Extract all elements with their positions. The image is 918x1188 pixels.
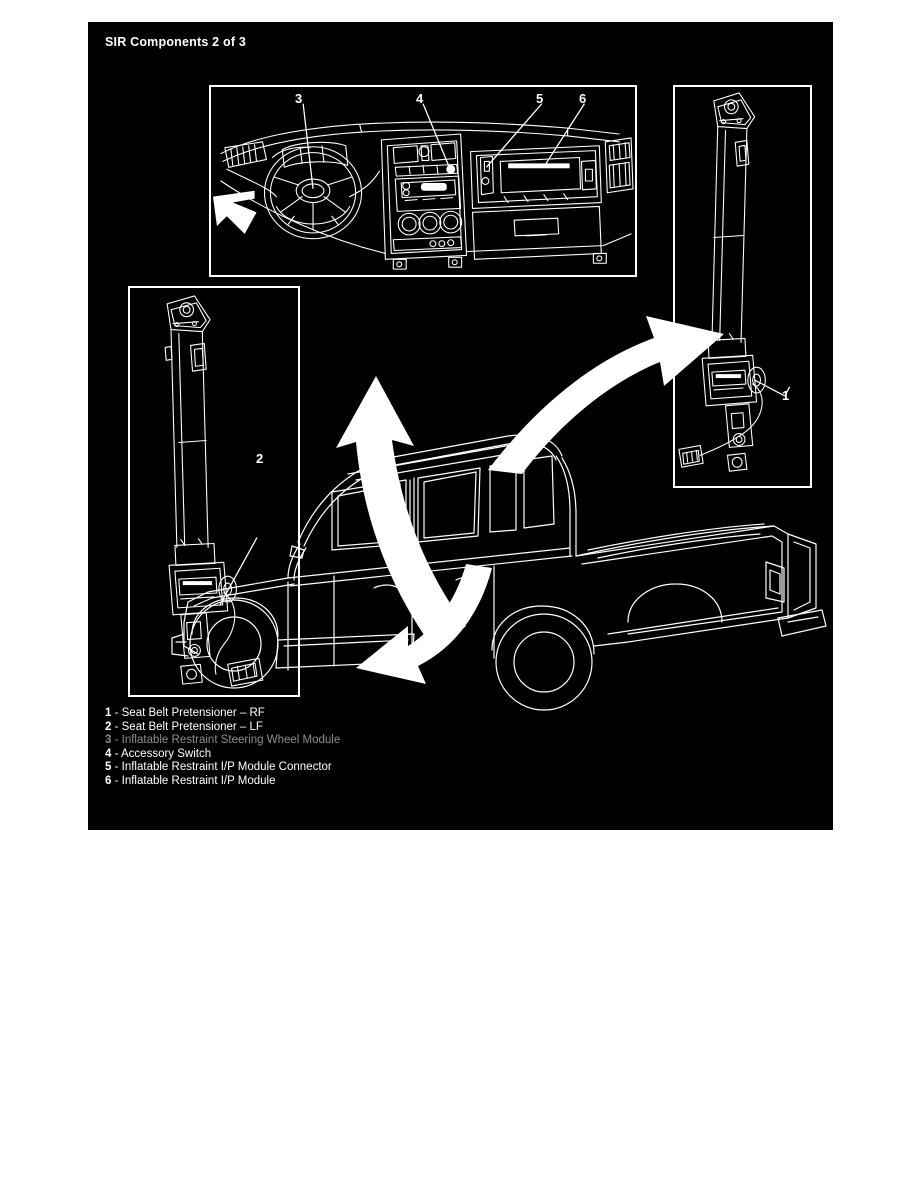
legend-item-1: 1 - Seat Belt Pretensioner – RF — [105, 707, 565, 721]
legend-item-6: 6 - Inflatable Restraint I/P Module — [105, 775, 565, 789]
legend-item-3: 3 - Inflatable Restraint Steering Wheel … — [105, 734, 565, 748]
panel-pretensioner-lf — [128, 286, 300, 697]
legend-item-label: Seat Belt Pretensioner – RF — [121, 707, 265, 719]
pretensioner-lf-artwork — [164, 295, 264, 687]
instrument-panel-artwork — [212, 103, 634, 270]
panel-pretensioner-rf — [673, 85, 812, 488]
legend-item-separator: - — [111, 774, 122, 787]
legend-item-label: Inflatable Restraint I/P Module Connecto… — [121, 761, 332, 774]
figure-title: SIR Components 2 of 3 — [105, 35, 247, 49]
legend-item-number: 5 — [105, 761, 112, 774]
callout-1: 1 — [782, 388, 790, 403]
arrow-to-instrument-panel — [336, 376, 466, 652]
legend-item-separator: - — [111, 734, 122, 747]
legend-item-number: 1 — [105, 707, 112, 719]
legend-item-label: Accessory Switch — [121, 747, 212, 760]
steering-wheel-pointer-arrow — [212, 190, 257, 234]
legend-item-separator: - — [111, 707, 122, 719]
callout-3: 3 — [295, 91, 303, 106]
legend-item-number: 2 — [105, 720, 112, 733]
legend-item-number: 4 — [105, 747, 112, 760]
legend-item-separator: - — [111, 747, 121, 760]
callout-5: 5 — [536, 91, 544, 106]
legend-item-5: 5 - Inflatable Restraint I/P Module Conn… — [105, 761, 565, 775]
arrow-to-lf-pretensioner — [356, 564, 492, 684]
pretensioner-rf-artwork — [678, 92, 791, 472]
figure-plate: SIR Components 2 of 3 — [88, 22, 833, 830]
legend-item-label: Seat Belt Pretensioner – LF — [121, 720, 263, 733]
panel-instrument-panel — [209, 85, 637, 277]
legend-item-separator: - — [111, 720, 122, 733]
legend-item-separator: - — [111, 761, 122, 774]
callout-6: 6 — [579, 91, 587, 106]
legend-item-number: 6 — [105, 774, 112, 787]
legend-item-4: 4 - Accessory Switch — [105, 748, 565, 762]
legend-item-number: 3 — [105, 734, 112, 747]
callout-2: 2 — [256, 451, 264, 466]
legend-item-2: 2 - Seat Belt Pretensioner – LF — [105, 721, 565, 735]
legend-item-label: Inflatable Restraint I/P Module — [121, 774, 276, 787]
callout-4: 4 — [416, 91, 424, 106]
legend-item-label: Inflatable Restraint Steering Wheel Modu… — [121, 734, 341, 747]
